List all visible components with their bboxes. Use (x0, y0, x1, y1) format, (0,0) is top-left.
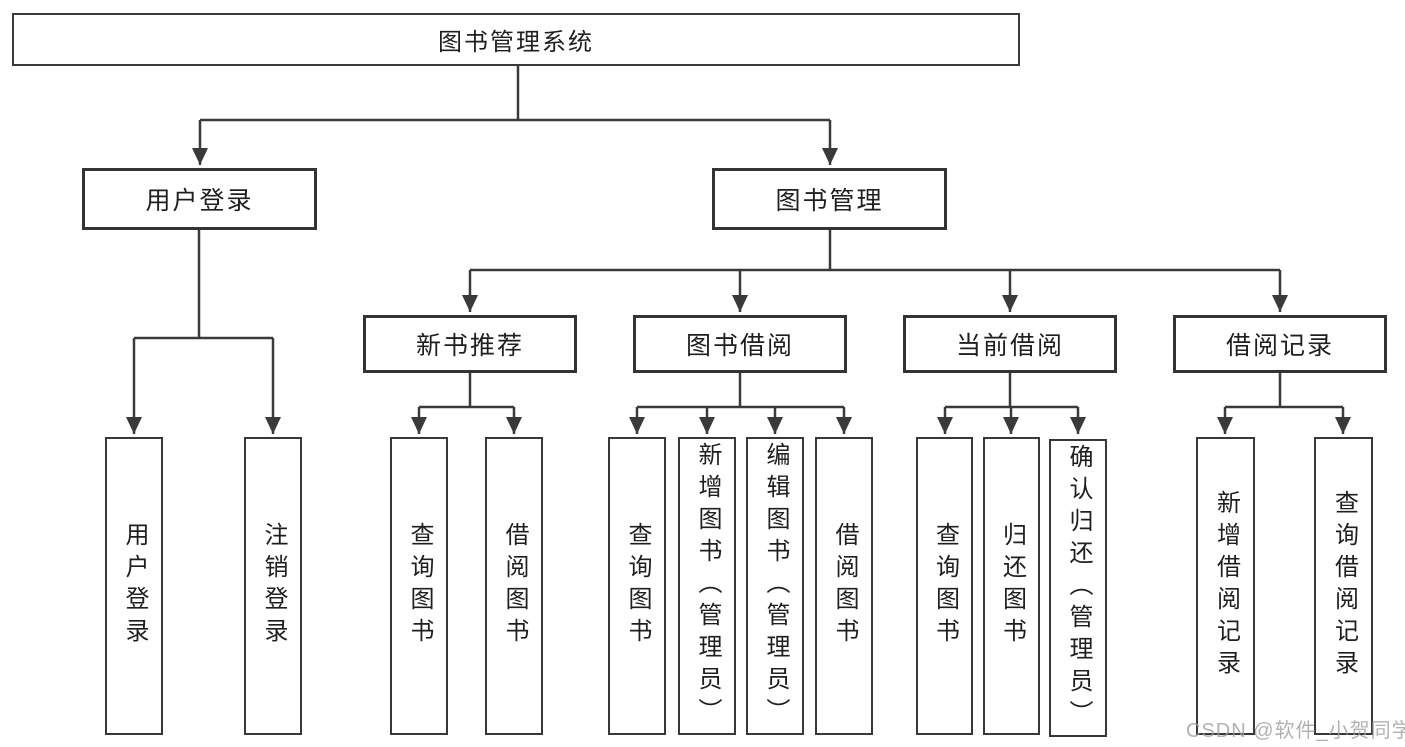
leaf-return-book: 归还图书 (983, 437, 1040, 735)
branch-user-login-label: 用户登录 (145, 187, 254, 215)
leaf-query-books-recommend: 查询图书 (390, 437, 448, 735)
leaf-confirm-return-admin: 确认归还（管理员） (1049, 439, 1107, 737)
root-node: 图书管理系统 (12, 13, 1020, 66)
leaf-edit-book-admin-label: 编辑图书（管理员） (762, 442, 789, 730)
leaf-query-books-borrow: 查询图书 (608, 437, 666, 735)
leaf-query-borrow-record: 查询借阅记录 (1314, 437, 1373, 735)
leaf-logout: 注销登录 (244, 437, 302, 735)
leaf-query-books-current: 查询图书 (916, 437, 973, 735)
leaf-add-borrow-record: 新增借阅记录 (1196, 437, 1255, 735)
group-current-borrow: 当前借阅 (903, 315, 1117, 373)
group-new-book-recommend-label: 新书推荐 (415, 332, 524, 360)
leaf-borrow-books-borrow: 借阅图书 (815, 437, 873, 735)
branch-book-management: 图书管理 (712, 168, 947, 230)
leaf-query-borrow-record-label: 查询借阅记录 (1330, 490, 1358, 682)
group-borrow-records-label: 借阅记录 (1225, 332, 1334, 360)
leaf-query-books-borrow-label: 查询图书 (624, 522, 651, 650)
group-book-borrow: 图书借阅 (633, 315, 847, 373)
csdn-watermark: CSDN @软件_小贺同学 (1186, 720, 1405, 742)
leaf-borrow-books-recommend-label: 借阅图书 (501, 522, 528, 650)
leaf-query-books-recommend-label: 查询图书 (406, 522, 433, 650)
group-new-book-recommend: 新书推荐 (363, 315, 577, 373)
group-borrow-records: 借阅记录 (1173, 315, 1387, 373)
leaf-confirm-return-admin-label: 确认归还（管理员） (1065, 444, 1092, 732)
leaf-add-borrow-record-label: 新增借阅记录 (1212, 490, 1240, 682)
leaf-edit-book-admin: 编辑图书（管理员） (746, 437, 804, 735)
branch-book-management-label: 图书管理 (775, 187, 884, 215)
leaf-add-book-admin-label: 新增图书（管理员） (694, 442, 721, 730)
leaf-borrow-books-borrow-label: 借阅图书 (831, 522, 858, 650)
leaf-borrow-books-recommend: 借阅图书 (485, 437, 543, 735)
leaf-add-book-admin: 新增图书（管理员） (678, 437, 736, 735)
group-current-borrow-label: 当前借阅 (955, 332, 1064, 360)
leaf-user-login: 用户登录 (105, 437, 163, 735)
group-book-borrow-label: 图书借阅 (685, 332, 794, 360)
leaf-query-books-current-label: 查询图书 (931, 522, 959, 650)
leaf-logout-label: 注销登录 (260, 522, 287, 650)
leaf-user-login-label: 用户登录 (121, 522, 148, 650)
branch-user-login: 用户登录 (82, 168, 317, 230)
leaf-return-book-label: 归还图书 (998, 522, 1026, 650)
root-node-label: 图书管理系统 (438, 29, 594, 56)
